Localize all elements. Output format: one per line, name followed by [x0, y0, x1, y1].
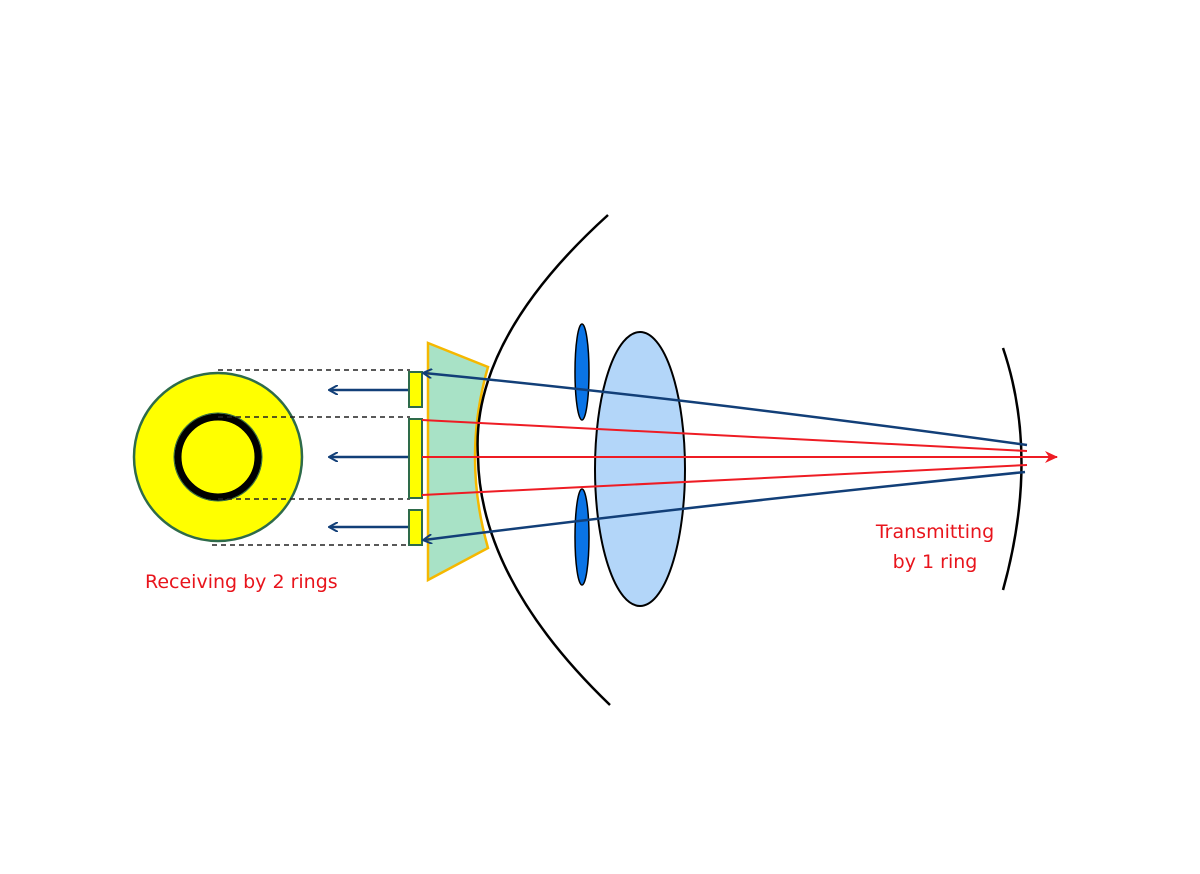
- retina: [1001, 347, 1023, 591]
- inner-ring: [174, 413, 262, 501]
- receive-rays: [424, 373, 1028, 540]
- output-arrows: [330, 390, 408, 527]
- detector-segments: [408, 371, 423, 546]
- projection-lines: [212, 369, 410, 546]
- transmitting-label-line2: by 1 ring: [893, 551, 978, 573]
- cornea: [476, 214, 611, 706]
- contact-lens: [426, 341, 490, 583]
- transmitting-label-line1: Transmitting: [875, 521, 994, 543]
- iris-upper: [574, 323, 590, 421]
- crystalline-lens: [594, 331, 686, 607]
- detector-ring-disk: [132, 371, 304, 543]
- transmit-rays: [421, 419, 1058, 496]
- receiving-label: Receiving by 2 rings: [145, 571, 338, 593]
- iris-lower: [574, 488, 590, 586]
